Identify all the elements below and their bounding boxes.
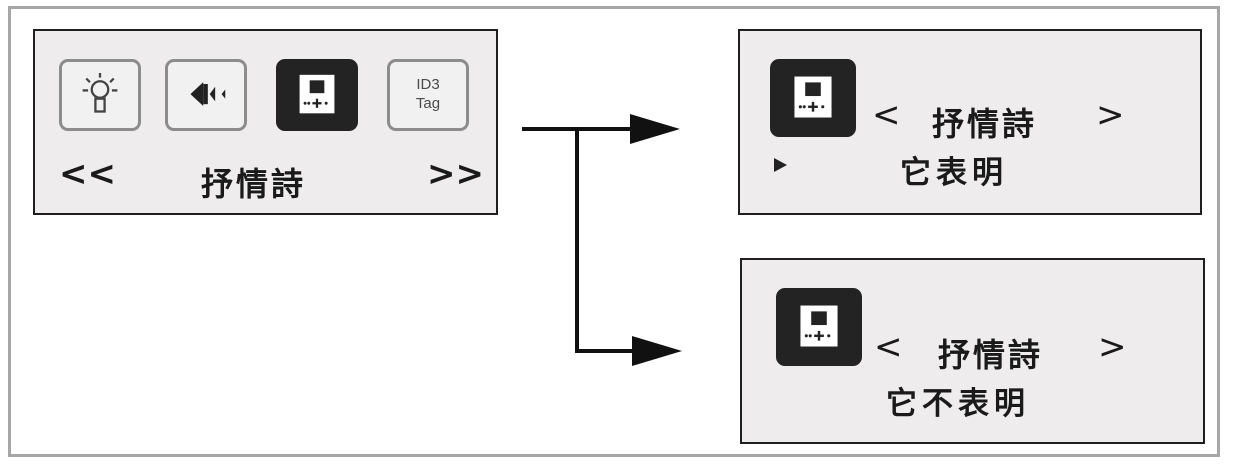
main-menu-panel: ID3 Tag << 抒情詩 >> xyxy=(33,29,498,215)
right-arrow-button[interactable]: > xyxy=(1098,327,1127,367)
left-arrow-button[interactable]: < xyxy=(872,95,901,135)
submenu-panel-top: < 抒情詩 > 它表明 xyxy=(738,29,1202,215)
left-arrow-button[interactable]: < xyxy=(874,327,903,367)
submenu-panel-bottom: < 抒情詩 > 它不表明 xyxy=(740,258,1205,444)
id3-tag-label: ID3 Tag xyxy=(415,76,441,112)
menu-title: 抒情詩 xyxy=(201,165,307,203)
id3-tag-icon[interactable]: ID3 Tag xyxy=(387,59,469,131)
next-button[interactable]: >> xyxy=(427,154,484,194)
arrowhead-bottom xyxy=(632,336,682,366)
speaker-icon[interactable] xyxy=(165,59,247,131)
lightbulb-icon[interactable] xyxy=(59,59,141,131)
submenu-title: 抒情詩 xyxy=(932,105,1038,143)
prev-button[interactable]: << xyxy=(59,154,116,194)
play-cursor-icon xyxy=(774,158,787,172)
display-icon xyxy=(770,59,856,137)
submenu-value[interactable]: 它表明 xyxy=(900,155,1008,191)
display-icon[interactable] xyxy=(276,59,358,131)
submenu-title: 抒情詩 xyxy=(938,336,1044,374)
arrowhead-top xyxy=(630,114,680,144)
right-arrow-button[interactable]: > xyxy=(1096,95,1125,135)
submenu-value[interactable]: 它不表明 xyxy=(886,386,1030,422)
display-icon xyxy=(776,288,862,366)
